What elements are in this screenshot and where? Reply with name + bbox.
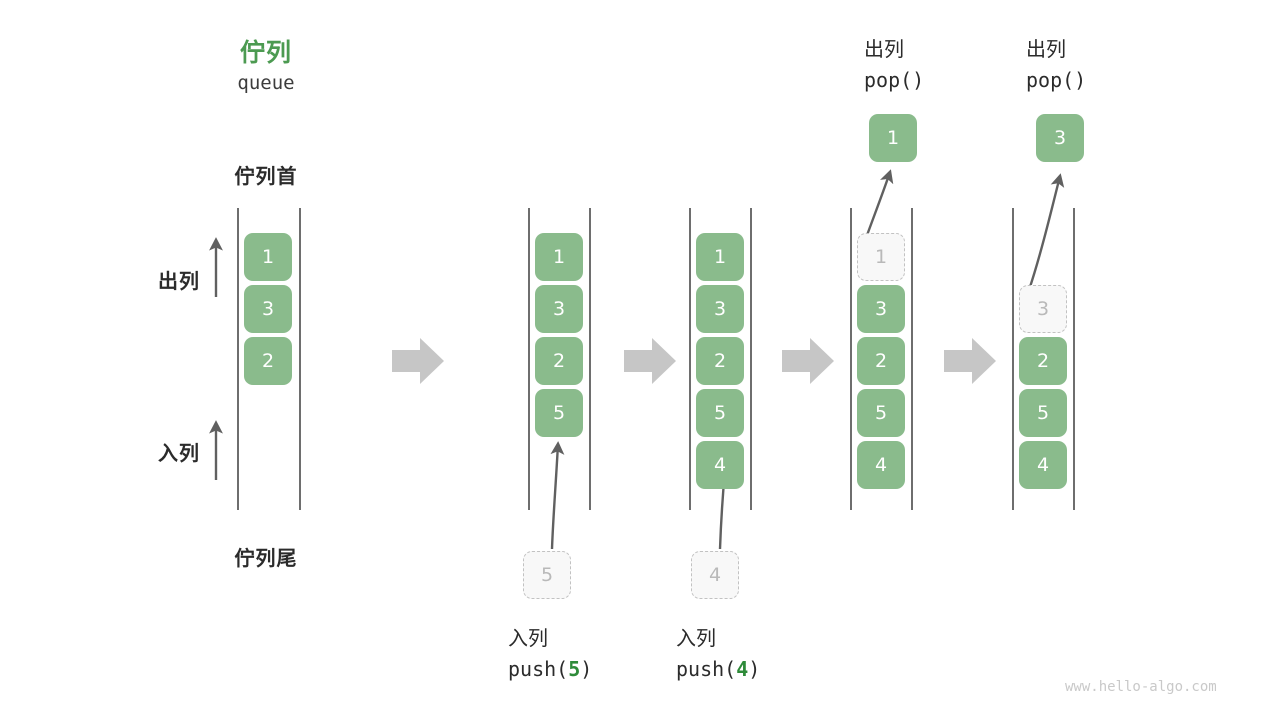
queue-cell: 3 xyxy=(696,285,744,333)
page-subtitle: queue xyxy=(237,72,295,94)
push-caption-code: push(4) xyxy=(676,657,760,681)
incoming-ghost-cell: 5 xyxy=(523,551,571,599)
incoming-ghost-cell: 4 xyxy=(691,551,739,599)
push-code-suffix: ) xyxy=(580,657,593,681)
queue-cell: 2 xyxy=(857,337,905,385)
enqueue-legend-label: 入列 xyxy=(158,441,200,465)
push-code-prefix: push( xyxy=(508,657,569,681)
queue-cell: 1 xyxy=(244,233,292,281)
push-code-argument: 5 xyxy=(568,657,581,681)
queue-cell: 3 xyxy=(244,285,292,333)
push-caption-cn: 入列 xyxy=(508,626,548,650)
push-caption-code: push(5) xyxy=(508,657,592,681)
queue-cell: 3 xyxy=(857,285,905,333)
queue-head-label: 佇列首 xyxy=(234,164,298,188)
step-arrows xyxy=(392,338,996,384)
queue-cell: 2 xyxy=(1019,337,1067,385)
queue-cell: 5 xyxy=(1019,389,1067,437)
queue-cell: 4 xyxy=(1019,441,1067,489)
pop-caption-cn: 出列 xyxy=(864,37,904,61)
queue-cell: 2 xyxy=(535,337,583,385)
queue-cell: 5 xyxy=(535,389,583,437)
queue-cell: 2 xyxy=(244,337,292,385)
queue-cell: 5 xyxy=(696,389,744,437)
popped-cell: 3 xyxy=(1036,114,1084,162)
pop-caption-cn: 出列 xyxy=(1026,37,1066,61)
outgoing-ghost-cell: 3 xyxy=(1019,285,1067,333)
dequeue-legend-label: 出列 xyxy=(158,269,200,293)
queue-tail-label: 佇列尾 xyxy=(234,546,298,570)
outgoing-ghost-cell: 1 xyxy=(857,233,905,281)
queue-cell: 1 xyxy=(696,233,744,281)
push-code-argument: 4 xyxy=(736,657,749,681)
queue-cell: 4 xyxy=(857,441,905,489)
pop-caption-code: pop() xyxy=(1026,68,1087,92)
page-title: 佇列 xyxy=(239,38,292,67)
queue-cell: 3 xyxy=(535,285,583,333)
queue-cell: 4 xyxy=(696,441,744,489)
queue-cell: 5 xyxy=(857,389,905,437)
push-caption-cn: 入列 xyxy=(676,626,716,650)
push-code-suffix: ) xyxy=(748,657,761,681)
push-code-prefix: push( xyxy=(676,657,737,681)
queue-cell: 1 xyxy=(535,233,583,281)
watermark: www.hello-algo.com xyxy=(1065,679,1217,695)
queue-cell: 2 xyxy=(696,337,744,385)
pop-caption-code: pop() xyxy=(864,68,925,92)
queue-rails xyxy=(237,208,1075,510)
popped-cell: 1 xyxy=(869,114,917,162)
